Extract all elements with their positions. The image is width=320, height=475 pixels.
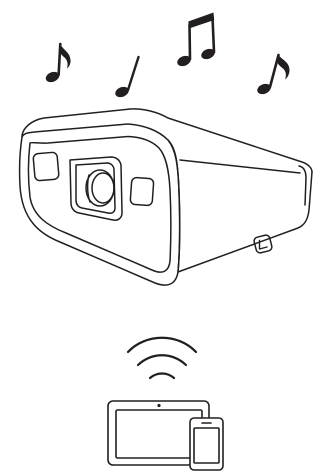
projector-left-vent (33, 152, 59, 181)
projector-side-face (168, 140, 312, 272)
projector-lens (70, 157, 122, 220)
tablet-screen (116, 410, 202, 458)
projector-side-line (180, 160, 300, 173)
projector-right-vent (130, 177, 154, 205)
smartphone-icon (190, 418, 223, 470)
tablet-camera (157, 404, 160, 407)
eighth-note-icon (44, 44, 70, 84)
wifi-outer-arc (128, 338, 196, 352)
phone-screen (194, 428, 219, 463)
projector-front-face (20, 124, 180, 285)
projector-top (22, 109, 312, 172)
wifi-inner-arc (150, 374, 174, 379)
quarter-note-icon (114, 57, 139, 99)
music-notes (44, 13, 289, 100)
beamed-eighth-notes-icon (176, 13, 217, 69)
eighth-note-icon (256, 55, 290, 96)
projector-icon (20, 109, 312, 285)
projector-rear-detail (299, 166, 306, 205)
wifi-signal-icon (128, 338, 196, 378)
wifi-middle-arc (138, 355, 186, 365)
